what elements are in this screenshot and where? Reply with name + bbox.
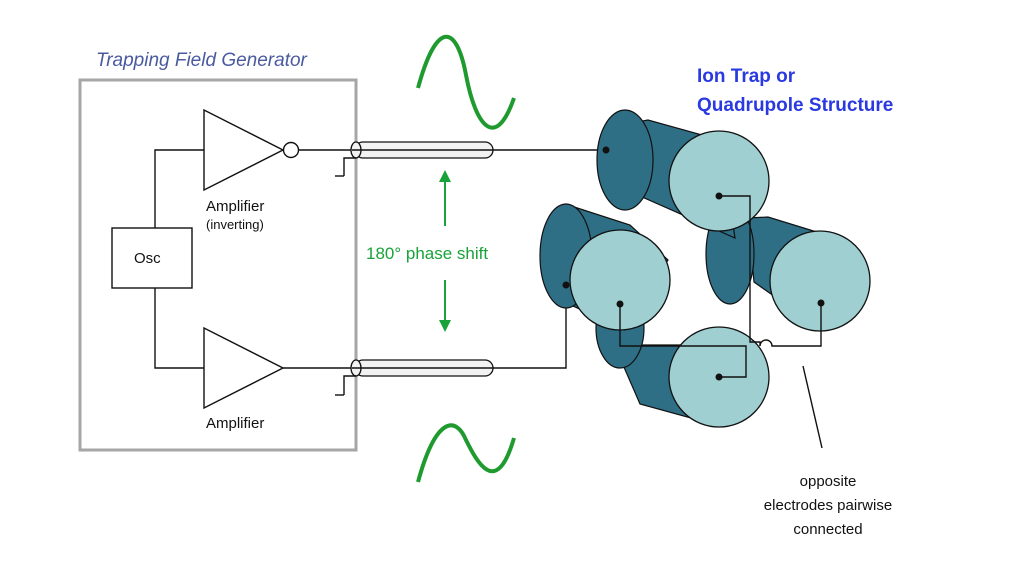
electrode-top: [596, 109, 770, 239]
osc-to-amp-bottom-wire: [154, 288, 204, 369]
generator-title: Trapping Field Generator: [96, 50, 308, 71]
osc-to-amp-top-wire: [154, 149, 204, 228]
amplifier-bottom-label: Amplifier: [206, 415, 264, 432]
phase-shift-arrow-down: [439, 280, 451, 332]
device-title-line1: Ion Trap or: [697, 66, 796, 87]
electrode-left: [539, 203, 671, 331]
inverter-bubble-icon: [282, 141, 300, 159]
electrode-right: [705, 203, 871, 332]
link-wire-bridge: [759, 303, 822, 347]
note-line2: electrodes pairwise: [764, 497, 892, 514]
annotation-pointer-line: [802, 365, 823, 449]
generator-box: [78, 78, 358, 452]
phase-shift-arrow-up: [439, 170, 451, 226]
amplifier-top-sublabel: (inverting): [206, 217, 264, 232]
coax-cable-bottom: [335, 285, 567, 396]
note-line3: connected: [793, 521, 862, 538]
amplifier-top-icon: [203, 108, 285, 192]
amplifier-top-label: Amplifier: [206, 198, 264, 215]
amplifier-bottom-icon: [203, 326, 285, 410]
phase-shift-label: 180° phase shift: [366, 244, 488, 263]
top-electrode-contact: [602, 146, 610, 154]
oscillator-box: [111, 227, 193, 289]
sine-wave-top: [416, 34, 516, 130]
left-to-right-link-wire: [619, 304, 747, 378]
sine-wave-bottom: [416, 423, 516, 483]
oscillator-label: Osc: [134, 250, 161, 267]
coax-cable-top: [335, 141, 610, 177]
left-electrode-contact: [562, 281, 570, 289]
note-line1: opposite: [800, 473, 857, 490]
device-title-line2: Quadrupole Structure: [697, 95, 893, 116]
